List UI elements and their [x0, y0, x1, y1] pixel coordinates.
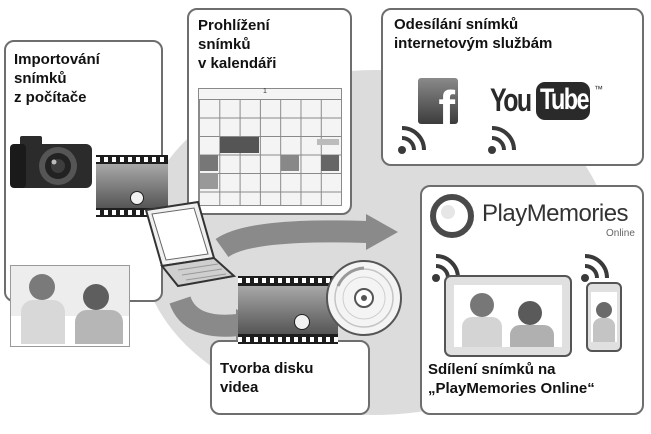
film-frame-soccer-2 [238, 286, 338, 334]
phone-child-body [593, 318, 615, 342]
import-label: Importování snímků z počítače [14, 51, 100, 106]
film-holes-bottom-2 [238, 337, 338, 342]
calendar-header-bar [199, 89, 341, 99]
calendar-label: Prohlížení snímků v kalendáři [198, 17, 277, 72]
playmemories-name: PlayMemories [482, 200, 629, 227]
calendar-thumb-1 [220, 137, 259, 153]
facebook-f: f [438, 81, 455, 124]
calendar-thumb-2 [200, 155, 218, 171]
soccer-ball-2 [294, 314, 310, 330]
youtube-tm: ™ [594, 84, 603, 94]
arrow-disc [169, 295, 240, 337]
youtube-tube-box: Tube [536, 82, 590, 120]
wifi-icon [398, 126, 426, 154]
phone-child [596, 302, 612, 318]
tablet-screen [454, 285, 562, 347]
playmemories-logo [430, 194, 474, 238]
child-right-head [83, 284, 109, 310]
calendar-thumb-4 [321, 155, 339, 171]
phone-screen [591, 292, 617, 342]
calendar-grid: 1 [198, 88, 342, 206]
film-holes-bottom [96, 210, 168, 215]
photo-children [10, 265, 130, 347]
disc-icon [326, 260, 402, 336]
child-left-head [29, 274, 55, 300]
film-holes-top [96, 157, 168, 162]
youtube-tube: Tube [540, 83, 589, 116]
camera-icon [10, 136, 92, 188]
calendar-thumb-5 [200, 173, 218, 189]
tablet-child-a [470, 293, 494, 317]
tablet-icon [444, 275, 572, 357]
child-right-body [75, 310, 123, 344]
disc-label: Tvorba disku videa [220, 360, 314, 396]
tablet-child-a-body [462, 317, 502, 347]
laptop-icon [144, 200, 237, 288]
wifi-icon [488, 126, 516, 154]
film-strip-top [96, 155, 168, 217]
tablet-child-b [518, 301, 542, 325]
film-holes-top-2 [238, 278, 338, 283]
calendar-highlight [317, 139, 339, 145]
youtube-you: You [490, 82, 532, 118]
soccer-ball [130, 191, 144, 205]
film-strip-bottom [238, 276, 338, 344]
share-label: Sdílení snímků na „PlayMemories Online“ [428, 361, 595, 397]
wifi-icon [581, 254, 609, 282]
arrow-online [215, 220, 369, 258]
tablet-child-b-body [510, 325, 554, 347]
smartphone-icon [586, 282, 622, 352]
calendar-month: 1 [263, 88, 267, 95]
playmemories-sub: Online [606, 228, 635, 239]
calendar-thumb-3 [281, 155, 299, 171]
child-left-body [21, 300, 65, 344]
upload-label: Odesílání snímků internetovým službám [394, 16, 553, 52]
arrow-online-head [366, 214, 398, 250]
facebook-logo: f [418, 78, 458, 124]
